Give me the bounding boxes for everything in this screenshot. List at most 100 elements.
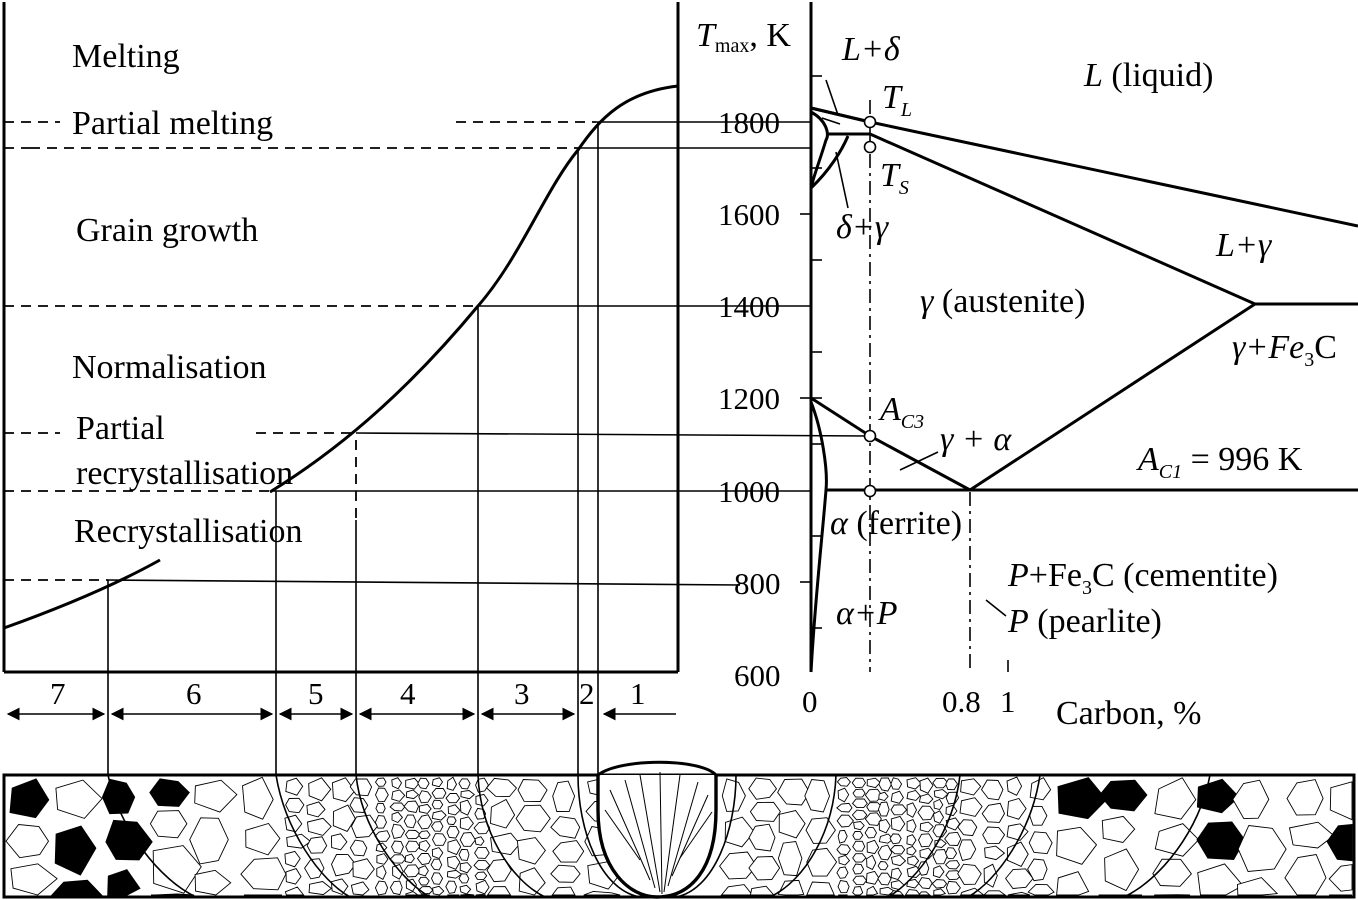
grain-cell — [981, 802, 1006, 823]
temperature-ticks — [800, 75, 822, 629]
grain-cell — [516, 837, 546, 865]
grain-cell — [890, 777, 903, 790]
zone-label-grain-growth: Grain growth — [76, 212, 258, 249]
grain-cell — [864, 788, 883, 802]
tick-1200: 1200 — [718, 381, 780, 416]
grain-cell — [1099, 779, 1148, 812]
zone-number-1: 1 — [630, 676, 646, 711]
grain-cell — [878, 833, 894, 844]
grain-cell — [889, 845, 906, 855]
grain-cell — [245, 822, 281, 856]
zone-number-5: 5 — [308, 676, 324, 711]
grain-cell — [194, 869, 232, 896]
grain-cell — [945, 778, 959, 791]
grain-cell — [748, 856, 781, 881]
zone-number-row: 7 6 5 4 3 2 1 — [6, 676, 676, 721]
grain-cell — [1288, 821, 1335, 849]
grain-cell — [242, 776, 274, 820]
grain-cell — [866, 777, 881, 789]
grain-cell — [944, 860, 961, 870]
grain-cell — [432, 885, 445, 896]
grain-cell — [865, 870, 880, 885]
grain-cell — [932, 849, 948, 865]
grain-cell — [490, 798, 516, 829]
grain-cell — [919, 821, 934, 833]
grain-cell — [445, 792, 461, 804]
grain-cell — [917, 833, 934, 848]
grain-cell — [749, 801, 781, 822]
grain-cell — [304, 858, 325, 880]
grain-cell — [879, 886, 895, 896]
grain-cell — [960, 887, 986, 896]
grain-cell — [852, 886, 864, 896]
grain-cell — [447, 804, 461, 816]
ac3-point-marker — [863, 429, 877, 443]
grain-cell — [486, 886, 512, 896]
grain-cell — [152, 845, 202, 894]
zone-label-recrystallisation: Recrystallisation — [74, 513, 303, 550]
grain-cell — [1154, 823, 1200, 857]
ac1-point-marker — [863, 484, 877, 498]
tick-1400: 1400 — [718, 289, 780, 324]
grain-cell — [331, 854, 357, 877]
label-l-gamma: L+γ — [1215, 227, 1273, 264]
grain-cell — [473, 859, 491, 871]
left-panel: Melting Partial melting Grain growth Nor… — [2, 2, 871, 775]
grain-cell — [376, 853, 389, 865]
grain-cell — [459, 862, 472, 874]
grain-cell — [447, 869, 463, 879]
grain-cell — [1286, 779, 1324, 816]
grain-cell — [1104, 848, 1140, 892]
carbon-tick-0-8: 0.8 — [942, 684, 981, 719]
grain-cell — [918, 793, 934, 804]
grain-cell — [906, 802, 918, 818]
label-austenite: γ (austenite) — [920, 283, 1085, 320]
grain-cell — [837, 879, 850, 894]
grain-cell — [982, 890, 1007, 896]
grain-cell — [458, 778, 471, 790]
tick-600: 600 — [734, 658, 781, 693]
grain-cell — [960, 778, 982, 796]
grain-cell — [374, 777, 387, 787]
tick-1800: 1800 — [718, 105, 780, 140]
grain-cell — [1237, 825, 1287, 872]
grain-cell — [330, 833, 348, 851]
grain-cell — [1006, 797, 1027, 820]
grain-cell — [1027, 883, 1055, 896]
grain-cell — [1152, 858, 1192, 887]
grain-cell — [459, 816, 474, 831]
grain-cell — [838, 854, 851, 866]
grain-cell — [836, 844, 851, 856]
carbon-tick-0: 0 — [802, 684, 818, 719]
grain-cell — [474, 871, 488, 881]
grain-cell — [306, 801, 326, 818]
grain-cell — [1101, 815, 1136, 843]
label-tl: TL — [882, 79, 912, 121]
grain-cell — [417, 814, 433, 830]
grain-cell — [1007, 891, 1031, 896]
label-ferrite: α (ferrite) — [830, 505, 962, 542]
grain-cell — [446, 776, 458, 791]
grain-cell — [418, 839, 431, 853]
grain-cell — [778, 809, 806, 839]
grain-cell — [1284, 853, 1327, 896]
grain-cell — [866, 854, 877, 871]
carbon-axis-label: Carbon, % — [1056, 695, 1201, 732]
zone-label-normalisation: Normalisation — [72, 349, 267, 386]
label-l-delta: L+δ — [841, 31, 901, 68]
grain-cell — [837, 787, 850, 803]
grain-cell — [308, 881, 333, 896]
grain-cell — [777, 778, 811, 806]
grain-cell — [1028, 831, 1053, 855]
grain-cell — [392, 863, 404, 880]
grain-cell — [1237, 877, 1279, 896]
label-gamma-alpha: γ + α — [940, 421, 1012, 458]
grain-cell — [474, 836, 485, 846]
grain-cell — [932, 865, 945, 879]
grain-cell — [878, 777, 892, 792]
grain-cell — [957, 863, 982, 885]
grain-cell — [777, 879, 805, 896]
grain-cell — [906, 845, 917, 856]
dendrite-line — [624, 779, 656, 889]
grain-cell — [877, 861, 889, 871]
